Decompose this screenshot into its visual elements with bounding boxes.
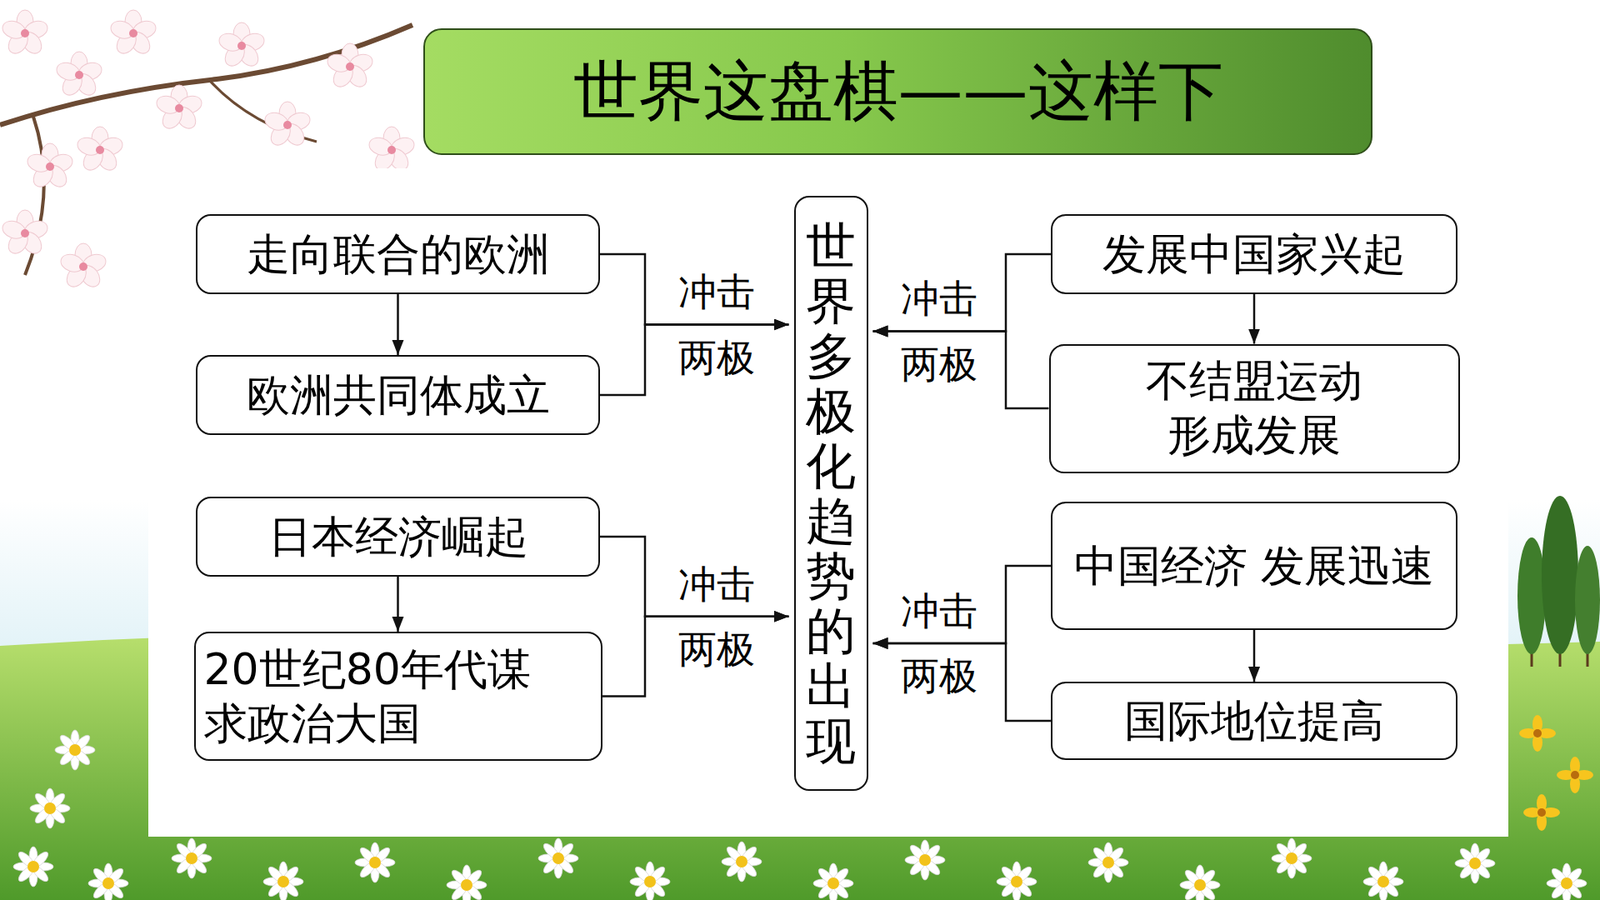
yellow-flower bbox=[1556, 756, 1594, 794]
box-text: 欧洲共同体成立 bbox=[246, 368, 550, 423]
daisy bbox=[1363, 861, 1404, 900]
process-box: 不结盟运动 形成发展 bbox=[1049, 344, 1460, 474]
vertical-title-box: 世界多极化趋势的出现 bbox=[794, 195, 869, 791]
daisy bbox=[813, 863, 854, 900]
daisy bbox=[171, 838, 212, 879]
daisy bbox=[55, 730, 95, 770]
connector bbox=[1253, 294, 1256, 345]
box-text: 20世纪80年代谋 求政治大国 bbox=[204, 642, 593, 751]
box-text: 走向联合的欧洲 bbox=[246, 227, 550, 282]
daisy bbox=[263, 861, 304, 900]
tree-crown bbox=[1517, 537, 1546, 655]
title-banner: 世界这盘棋——这样下 bbox=[423, 28, 1373, 155]
box-text: 日本经济崛起 bbox=[268, 510, 529, 565]
daisy bbox=[355, 842, 395, 883]
process-box: 日本经济崛起 bbox=[195, 496, 600, 577]
tree-crown bbox=[1575, 545, 1600, 655]
title-text: 世界这盘棋——这样下 bbox=[573, 52, 1224, 131]
daisy bbox=[446, 865, 487, 900]
blossom bbox=[58, 243, 108, 291]
yellow-flower bbox=[1523, 794, 1560, 831]
yellow-flowers bbox=[1519, 715, 1594, 831]
process-box: 国际地位提高 bbox=[1050, 681, 1458, 760]
blossom bbox=[54, 51, 104, 100]
blossom bbox=[0, 10, 50, 58]
process-box: 欧洲共同体成立 bbox=[195, 355, 600, 435]
blossom bbox=[25, 143, 75, 191]
daisy bbox=[1180, 865, 1220, 900]
process-box: 发展中国家兴起 bbox=[1050, 214, 1458, 295]
daisy bbox=[1455, 843, 1495, 884]
blossom bbox=[75, 126, 125, 175]
box-text: 世界多极化趋势的出现 bbox=[805, 218, 856, 769]
box-text: 国际地位提高 bbox=[1124, 694, 1385, 749]
process-box: 20世纪80年代谋 求政治大国 bbox=[194, 631, 603, 761]
daisy bbox=[13, 846, 54, 887]
connector bbox=[396, 294, 400, 355]
daisy bbox=[996, 861, 1037, 900]
blossom bbox=[366, 126, 416, 175]
blossom bbox=[262, 101, 312, 150]
blossom bbox=[0, 210, 50, 258]
blossom bbox=[108, 10, 158, 58]
poplar-trees bbox=[1517, 495, 1600, 667]
box-text: 发展中国家兴起 bbox=[1102, 227, 1406, 282]
connector bbox=[396, 576, 400, 632]
process-box: 走向联合的欧洲 bbox=[195, 214, 600, 295]
edge-label: 冲击 两极 bbox=[676, 259, 758, 390]
edge-label: 冲击 两极 bbox=[899, 265, 980, 396]
edge-label: 冲击 两极 bbox=[676, 551, 758, 682]
daisy bbox=[538, 838, 579, 879]
daisy bbox=[88, 863, 129, 900]
connector bbox=[1253, 630, 1256, 682]
blossom bbox=[216, 22, 266, 70]
blossom bbox=[154, 85, 204, 133]
edge-label: 冲击 两极 bbox=[899, 578, 980, 709]
blossom bbox=[325, 43, 375, 91]
yellow-flower bbox=[1519, 715, 1556, 752]
daisy bbox=[1088, 842, 1129, 883]
box-text: 不结盟运动 形成发展 bbox=[1059, 354, 1450, 463]
daisy bbox=[30, 788, 70, 829]
daisy bbox=[1271, 838, 1312, 879]
daisy bbox=[1546, 863, 1587, 900]
process-box: 中国经济 发展迅速 bbox=[1050, 501, 1458, 630]
daisy bbox=[721, 841, 762, 882]
tree-crown bbox=[1541, 495, 1579, 655]
daisy bbox=[905, 840, 945, 880]
branch bbox=[0, 25, 413, 125]
daisy bbox=[630, 861, 670, 900]
box-text: 中国经济 发展迅速 bbox=[1074, 539, 1435, 594]
